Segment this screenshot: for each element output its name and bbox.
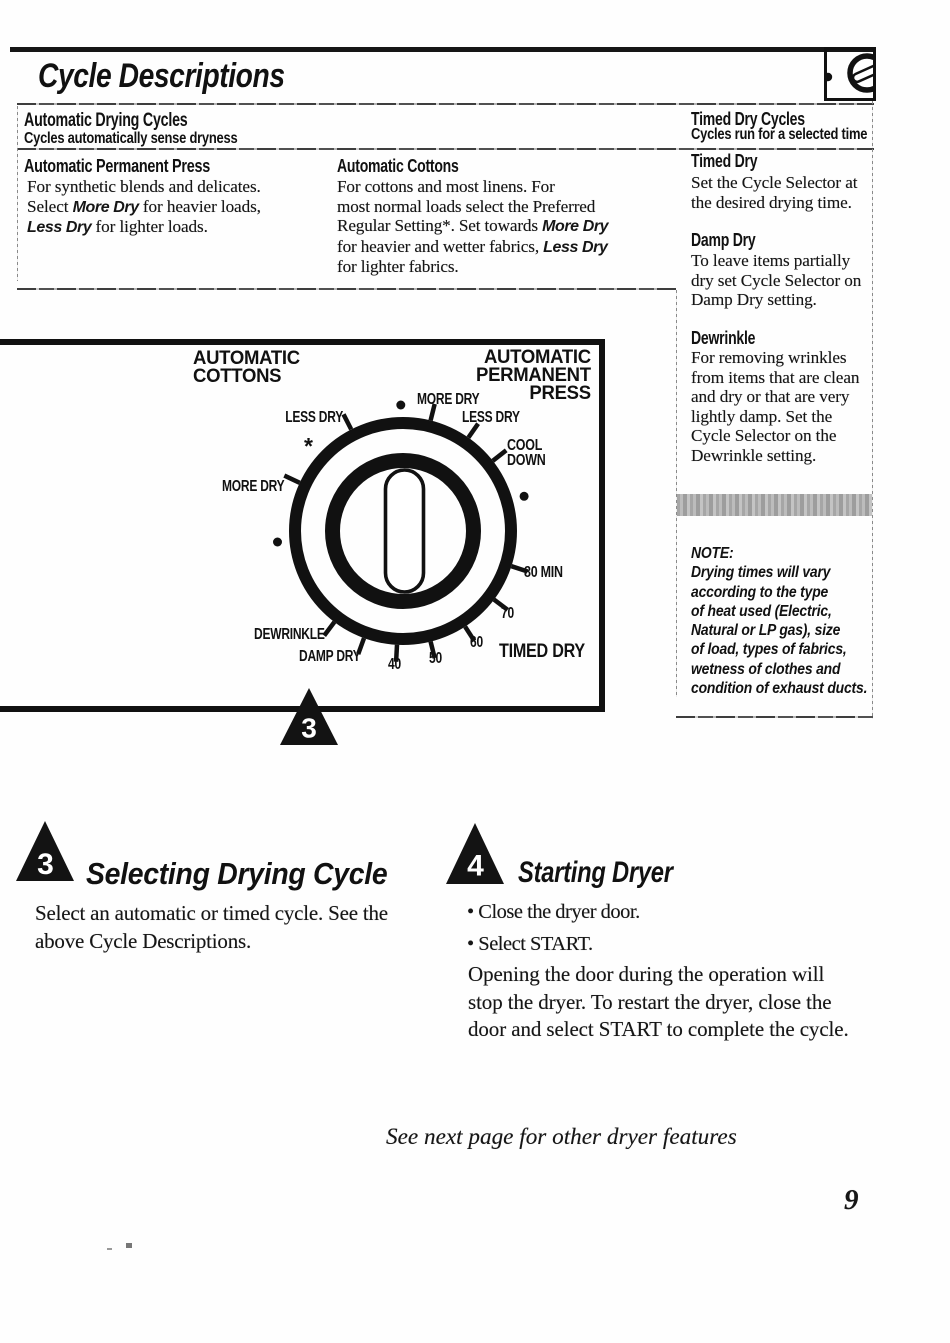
svg-text:4: 4 bbox=[467, 850, 484, 883]
svg-text:3: 3 bbox=[37, 848, 54, 881]
svg-text:3: 3 bbox=[301, 713, 317, 744]
